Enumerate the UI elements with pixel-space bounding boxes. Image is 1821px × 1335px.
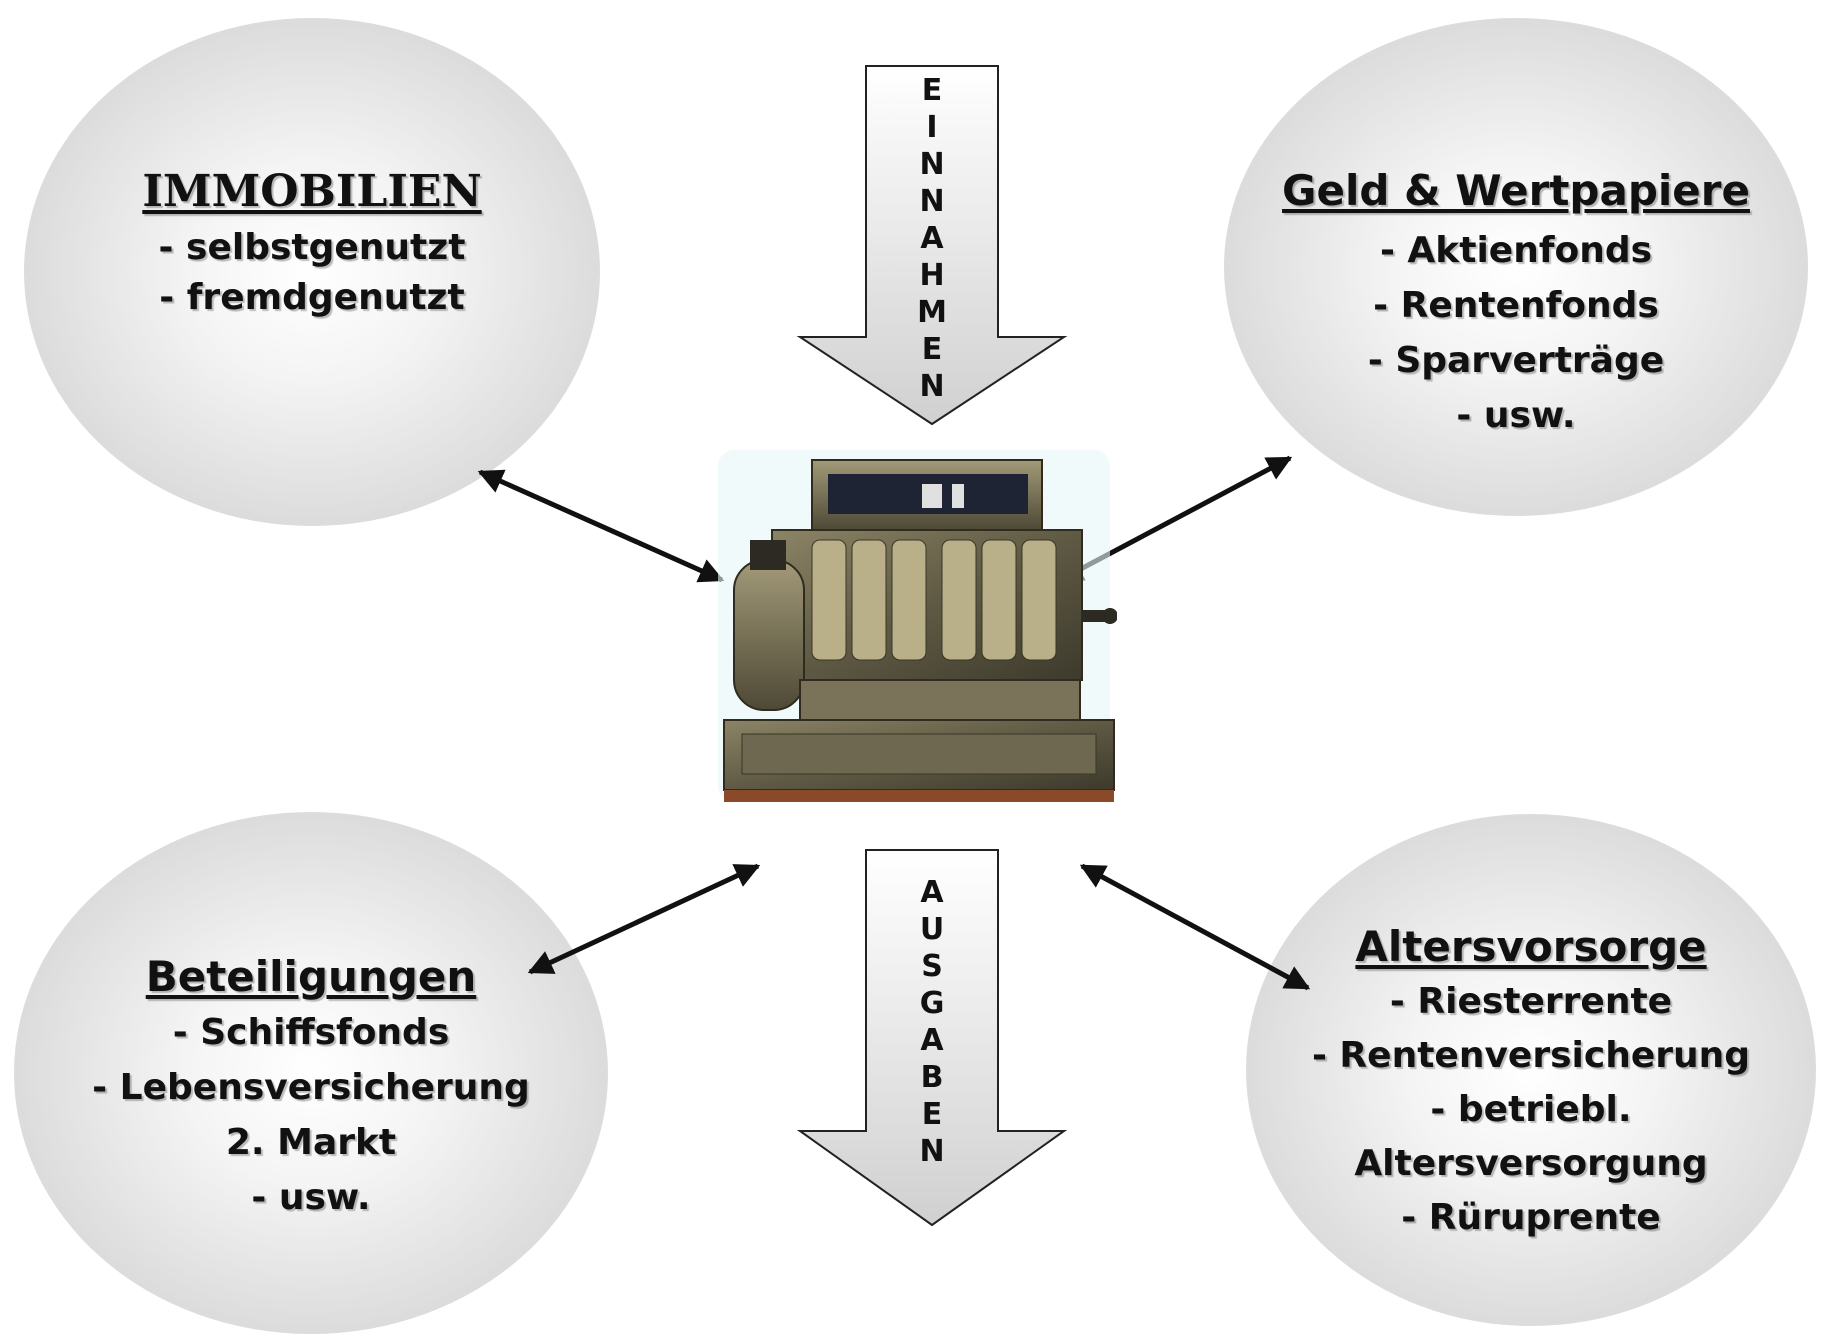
einnahmen-letter: E [921,73,943,108]
einnahmen-letter: N [919,147,945,182]
altersvorsorge-item: - betriebl. [1430,1089,1632,1130]
geld-wertpapiere-item: - usw. [1456,395,1576,436]
geld-wertpapiere-item: - Aktienfonds [1379,230,1653,271]
ausgaben-letter: N [919,1134,945,1169]
altersvorsorge-item: - Riesterrente [1389,981,1673,1022]
ausgaben-letter: A [920,1023,944,1058]
beteiligungen-item: - Schiffsfonds [172,1012,450,1053]
arrow-alters-register [1079,863,1311,991]
immobilien-item: - fremdgenutzt [159,277,465,318]
einnahmen-arrow [796,65,1068,426]
ausgaben-letter: U [919,912,945,947]
ausgaben-letter: E [921,1097,943,1132]
geld-wertpapiere-item: - Rentenfonds [1373,285,1659,326]
beteiligungen-bubble: Beteiligungen - Schiffsfonds - Lebensver… [14,812,608,1334]
geld-wertpapiere-bubble: Geld & Wertpapiere - Aktienfonds - Rente… [1224,18,1808,516]
arrow-beteiligungen-register [527,863,761,975]
einnahmen-letter: N [919,184,945,219]
einnahmen-letter: E [921,332,943,367]
beteiligungen-item: 2. Markt [225,1122,397,1163]
cash-register-icon [712,440,1118,810]
immobilien-bubble: IMMOBILIEN - selbstgenutzt - fremdgenutz… [24,18,600,526]
altersvorsorge-item: - Rentenversicherung [1311,1035,1751,1076]
einnahmen-letter: N [919,369,945,404]
altersvorsorge-item: - Rüruprente [1401,1197,1661,1238]
beteiligungen-item: - usw. [251,1177,371,1218]
immobilien-title: IMMOBILIEN [142,166,482,217]
einnahmen-letter: M [917,295,947,330]
einnahmen-letter: A [920,221,944,256]
ausgaben-letter: S [921,949,943,984]
altersvorsorge-bubble: Altersvorsorge - Riesterrente - Rentenve… [1246,814,1816,1326]
einnahmen-letter: I [926,110,938,145]
arrow-immobilien-register [477,469,725,583]
geld-wertpapiere-item: - Sparverträge [1367,340,1665,381]
ausgaben-arrow [796,849,1068,1227]
geld-wertpapiere-title: Geld & Wertpapiere [1282,166,1750,215]
ausgaben-letter: A [920,875,944,910]
beteiligungen-title: Beteiligungen [145,952,477,1001]
altersvorsorge-title: Altersvorsorge [1355,922,1707,971]
ausgaben-letter: G [919,986,945,1021]
altersvorsorge-item: Altersversorgung [1354,1143,1708,1184]
einnahmen-letter: H [919,258,945,293]
immobilien-item: - selbstgenutzt [158,227,466,268]
ausgaben-letter: B [920,1060,944,1095]
beteiligungen-item: - Lebensversicherung [92,1067,530,1108]
